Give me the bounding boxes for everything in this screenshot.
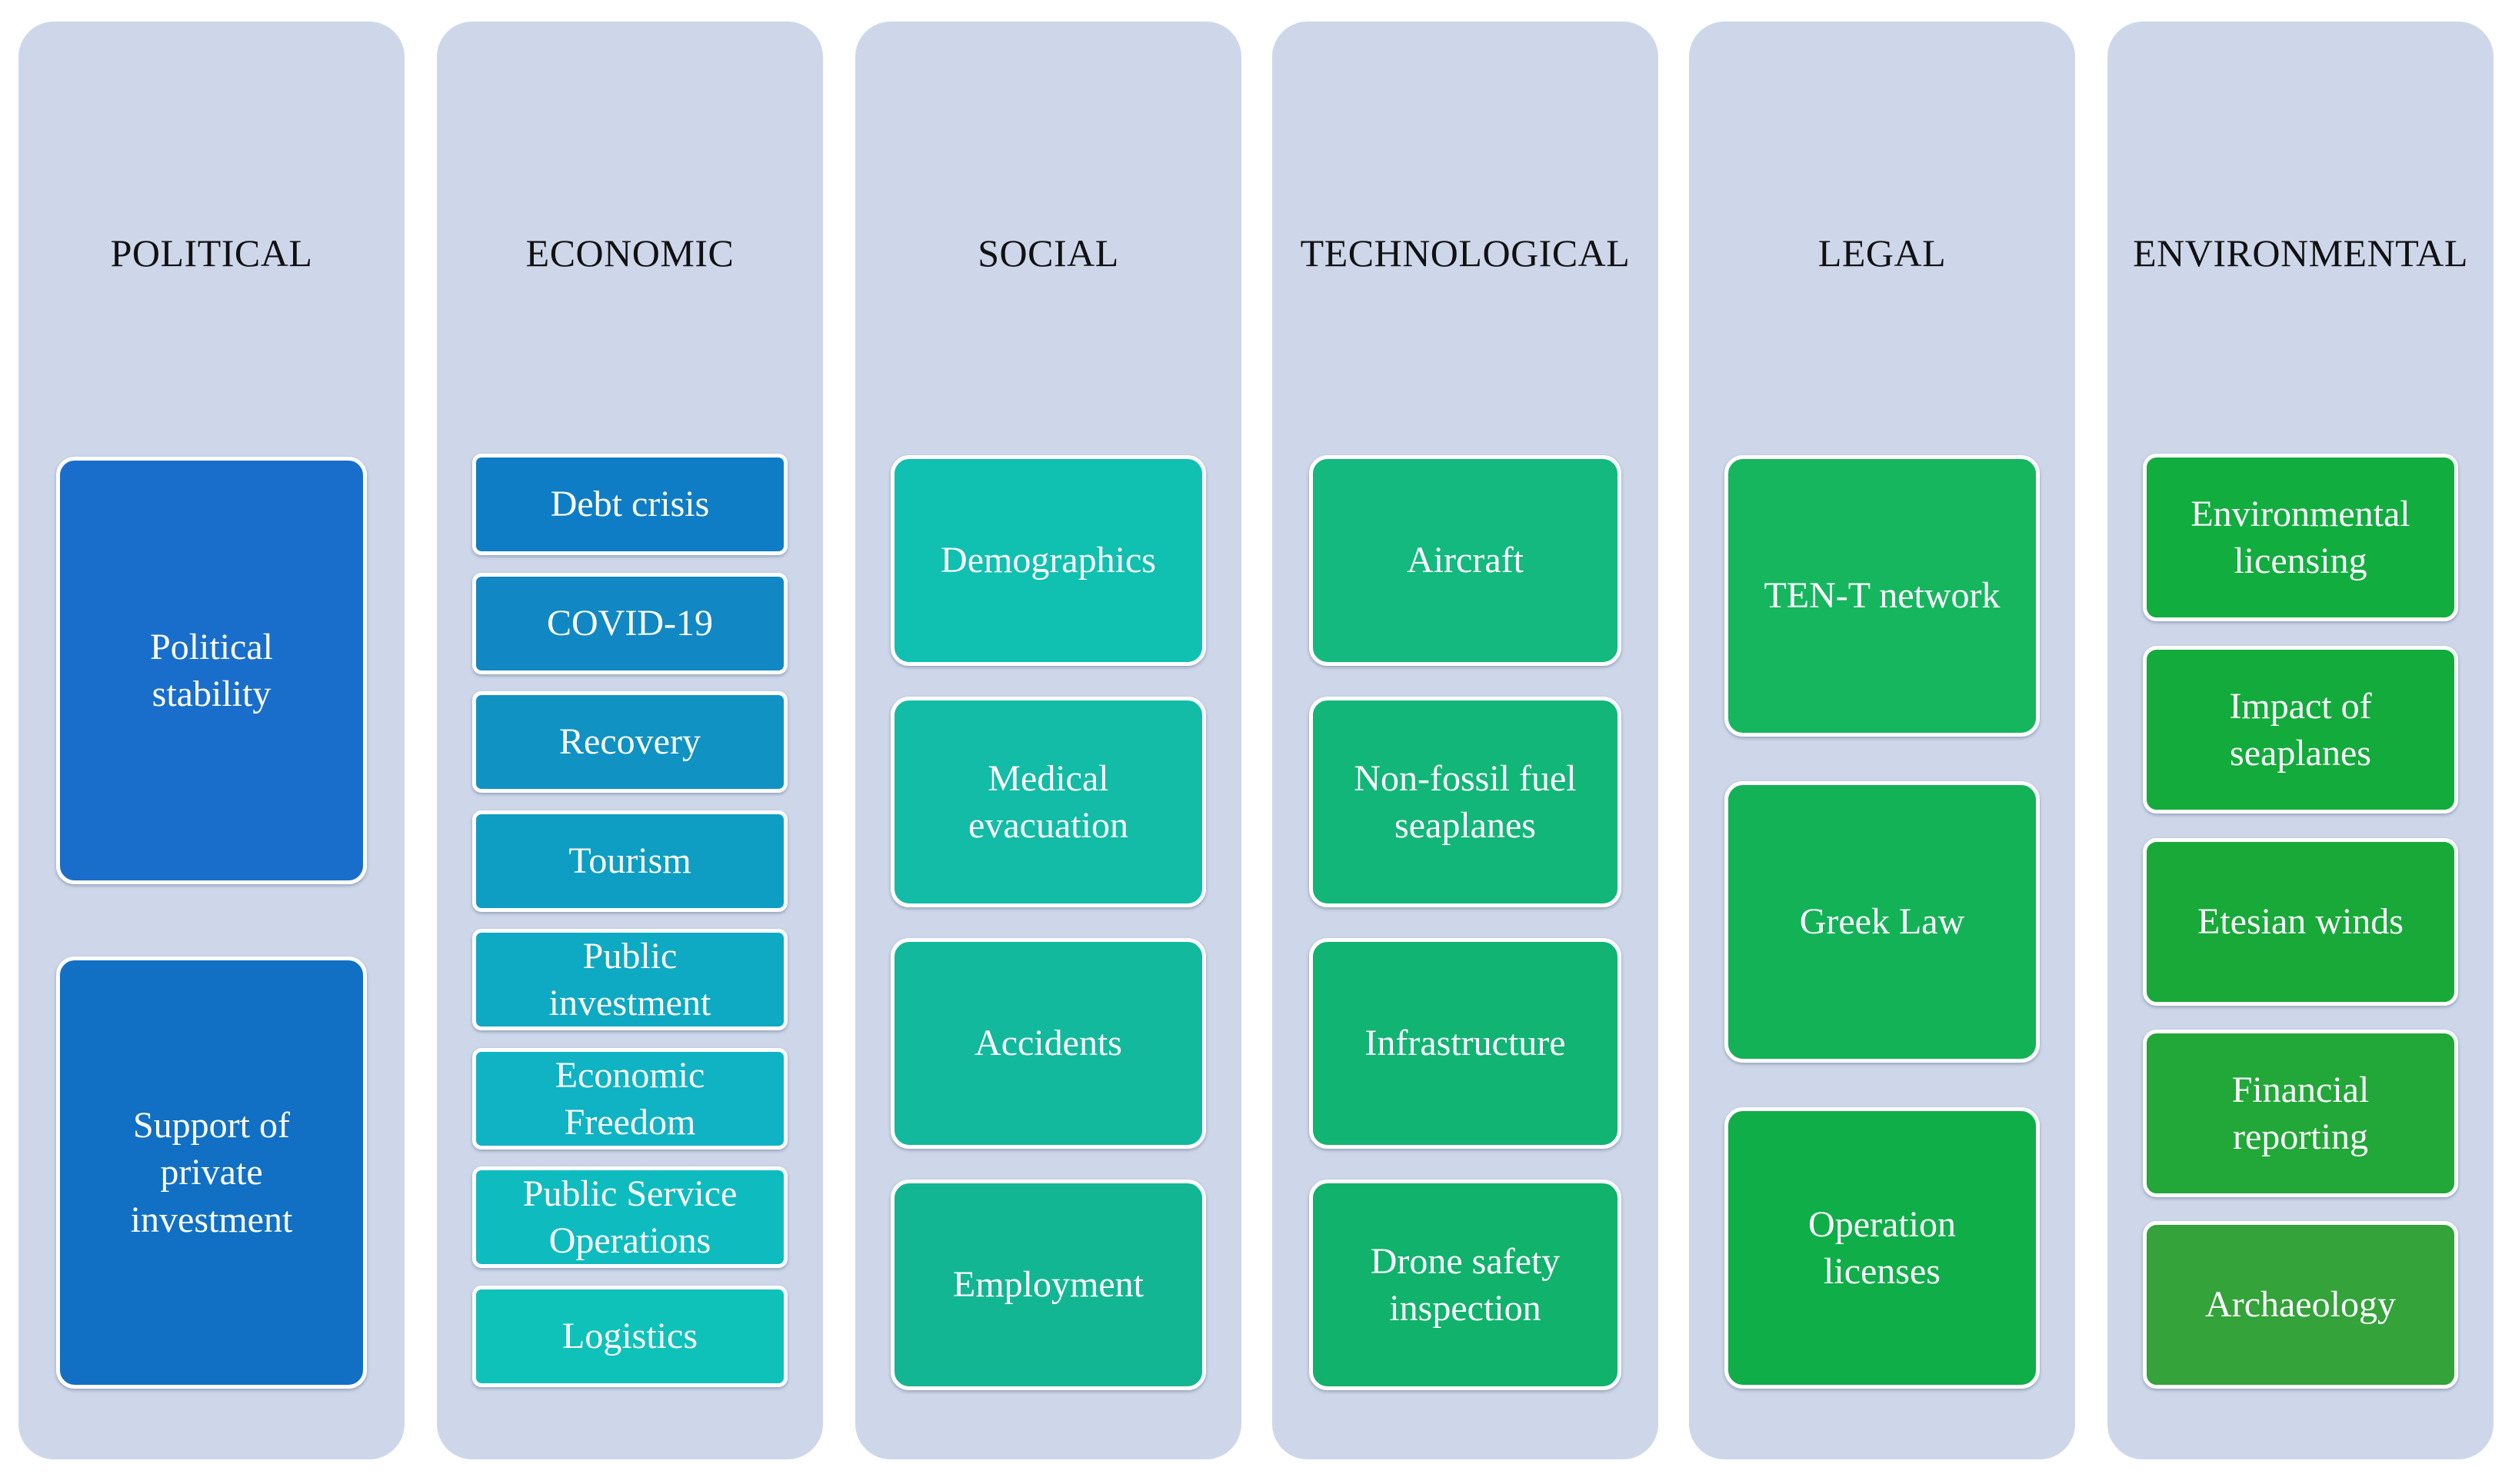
factor-box-tourism: Tourism	[472, 810, 788, 912]
factor-box-debt-crisis: Debt crisis	[472, 454, 788, 555]
column-technological: TECHNOLOGICAL Aircraft Non-fossil fuel s…	[1272, 22, 1658, 1459]
factor-box-demographics: Demographics	[891, 455, 1206, 666]
factor-box-aircraft: Aircraft	[1309, 455, 1621, 666]
factor-box-impact-of-seaplanes: Impact of seaplanes	[2143, 646, 2458, 814]
column-title-social: SOCIAL	[978, 231, 1119, 275]
column-legal: LEGAL TEN-T network Greek Law Operation …	[1689, 22, 2075, 1459]
factor-box-recovery: Recovery	[472, 691, 788, 793]
factor-box-employment: Employment	[891, 1180, 1206, 1390]
factor-box-environmental-licensing: Environmental licensing	[2143, 454, 2458, 621]
factor-box-greek-law: Greek Law	[1724, 781, 2040, 1063]
factor-box-political-stability: Political stability	[56, 457, 367, 884]
factor-box-infrastructure: Infrastructure	[1309, 938, 1621, 1149]
factor-box-non-fossil-fuel-seaplanes: Non-fossil fuel seaplanes	[1309, 697, 1621, 907]
column-title-political: POLITICAL	[110, 231, 313, 275]
factor-box-accidents: Accidents	[891, 938, 1206, 1149]
factor-box-medical-evacuation: Medical evacuation	[891, 697, 1206, 907]
column-title-legal: LEGAL	[1817, 231, 1947, 275]
column-social: SOCIAL Demographics Medical evacuation A…	[855, 22, 1241, 1459]
factor-box-etesian-winds: Etesian winds	[2143, 838, 2458, 1006]
column-title-economic: ECONOMIC	[525, 231, 735, 275]
column-environmental: ENVIRONMENTAL Environmental licensing Im…	[2107, 22, 2494, 1459]
factor-box-ten-t-network: TEN-T network	[1724, 455, 2040, 737]
factor-box-archaeology: Archaeology	[2143, 1221, 2458, 1389]
factor-box-logistics: Logistics	[472, 1286, 788, 1387]
factor-box-economic-freedom: Economic Freedom	[472, 1048, 788, 1150]
factor-box-drone-safety-inspection: Drone safety inspection	[1309, 1180, 1621, 1390]
column-economic: ECONOMIC Debt crisis COVID-19 Recovery T…	[437, 22, 823, 1459]
column-political: POLITICAL Political stability Support of…	[18, 22, 405, 1459]
column-title-technological: TECHNOLOGICAL	[1300, 231, 1631, 275]
factor-box-covid-19: COVID-19	[472, 573, 788, 674]
factor-box-support-private-investment: Support of private investment	[56, 957, 367, 1389]
factor-box-financial-reporting: Financial reporting	[2143, 1030, 2458, 1197]
factor-box-public-investment: Public investment	[472, 929, 788, 1030]
column-title-environmental: ENVIRONMENTAL	[2133, 231, 2468, 275]
factor-box-operation-licenses: Operation licenses	[1724, 1107, 2040, 1389]
factor-box-public-service-operations: Public Service Operations	[472, 1166, 788, 1268]
